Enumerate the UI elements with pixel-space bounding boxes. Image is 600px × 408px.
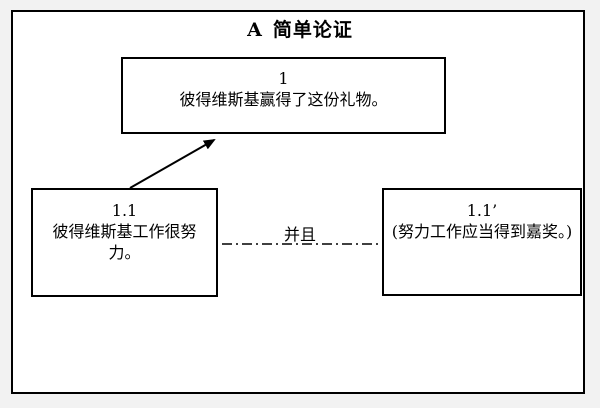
claim-id: 1 bbox=[278, 69, 289, 88]
assumption-box: 1.1’ (努力工作应当得到嘉奖。) bbox=[382, 188, 582, 296]
claim-box: 1 彼得维斯基赢得了这份礼物。 bbox=[121, 57, 446, 134]
claim-text: 彼得维斯基赢得了这份礼物。 bbox=[179, 90, 388, 109]
connector-label: 并且 bbox=[283, 225, 316, 244]
diagram-title: A 简单论证 bbox=[0, 18, 600, 42]
title-label: A bbox=[247, 19, 263, 41]
assumption-text: (努力工作应当得到嘉奖。) bbox=[391, 222, 573, 241]
title-text: 简单论证 bbox=[272, 19, 353, 41]
premise-box: 1.1 彼得维斯基工作很努力。 bbox=[31, 188, 218, 297]
premise-id: 1.1 bbox=[111, 201, 138, 220]
premise-text: 彼得维斯基工作很努力。 bbox=[52, 222, 197, 262]
assumption-id: 1.1’ bbox=[466, 201, 498, 220]
